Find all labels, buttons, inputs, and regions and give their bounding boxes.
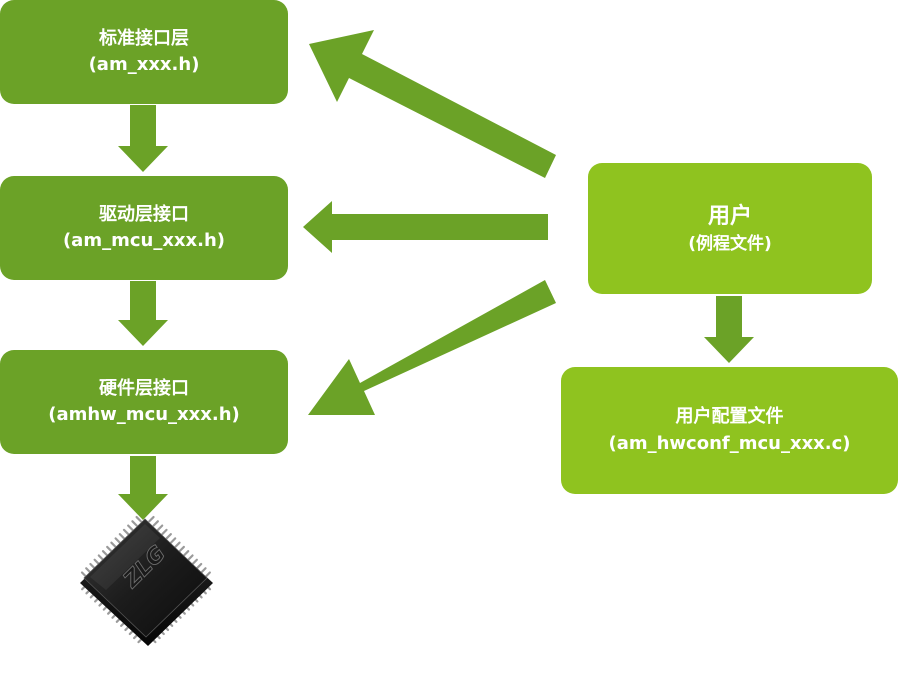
arrow-user-to-hw xyxy=(308,280,556,415)
user-config-file-box: 用户配置文件 (am_hwconf_mcu_xxx.c) xyxy=(561,367,898,494)
arrow-user-to-std xyxy=(309,30,556,178)
chip-pin xyxy=(131,520,138,527)
chip-pin xyxy=(195,562,203,570)
chip-pin xyxy=(187,554,194,561)
driver-layer-file: (am_mcu_xxx.h) xyxy=(62,230,226,251)
chip-pin xyxy=(135,515,142,523)
chip-pin xyxy=(161,528,168,536)
chip-pin xyxy=(191,558,198,566)
chip-pin xyxy=(101,550,109,557)
user-subtitle: (例程文件) xyxy=(688,234,772,255)
chip-pin xyxy=(89,562,96,570)
chip-pin xyxy=(148,515,155,523)
chip-pin xyxy=(127,524,134,531)
hardware-layer-file: (amhw_mcu_xxx.h) xyxy=(48,404,240,425)
user-box: 用户 (例程文件) xyxy=(588,163,872,294)
chip-pin xyxy=(118,533,126,540)
chip-pin xyxy=(178,545,185,553)
standard-layer-title: 标准接口层 xyxy=(99,27,189,49)
chip-pin xyxy=(174,541,181,548)
chip-pin xyxy=(93,558,100,566)
chip-pin xyxy=(114,537,121,544)
arrow-user-to-drv xyxy=(303,201,548,253)
hardware-layer-title: 硬件层接口 xyxy=(99,377,189,399)
chip-body-top xyxy=(83,518,208,638)
user-title: 用户 xyxy=(707,204,752,230)
chip-highlight xyxy=(90,524,160,590)
driver-layer-title: 驱动层接口 xyxy=(99,203,189,225)
arrow-drv-to-hw xyxy=(118,281,168,346)
arrow-user-to-config xyxy=(704,296,754,363)
driver-interface-layer-box: 驱动层接口 (am_mcu_xxx.h) xyxy=(0,176,288,280)
standard-layer-file: (am_xxx.h) xyxy=(88,54,200,75)
arrow-hw-to-chip xyxy=(118,456,168,520)
hardware-interface-layer-box: 硬件层接口 (amhw_mcu_xxx.h) xyxy=(0,350,288,454)
chip-pin xyxy=(165,533,172,540)
chip-pin xyxy=(200,567,207,574)
chip-pin xyxy=(156,524,164,531)
chip-pin xyxy=(152,520,159,527)
chip-pin xyxy=(85,567,92,574)
chip-pin xyxy=(110,541,117,548)
user-config-file: (am_hwconf_mcu_xxx.c) xyxy=(608,432,851,454)
chip-pin xyxy=(97,554,105,561)
chip-pin xyxy=(106,545,113,553)
standard-interface-layer-box: 标准接口层 (am_xxx.h) xyxy=(0,0,288,104)
chip-pin xyxy=(204,571,211,578)
chip-pin xyxy=(182,550,190,557)
chip-pin xyxy=(169,537,177,544)
user-config-title: 用户配置文件 xyxy=(675,406,784,428)
arrow-std-to-drv xyxy=(118,105,168,172)
chip-pin xyxy=(122,528,130,536)
